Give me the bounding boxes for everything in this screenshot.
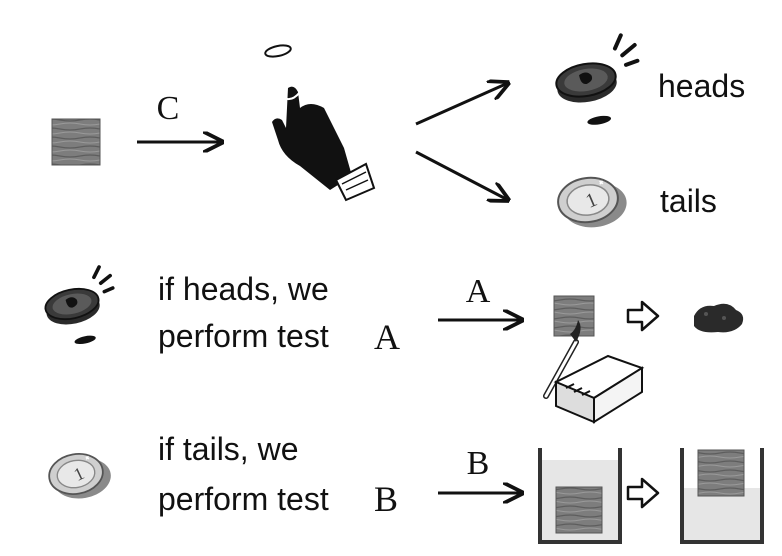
hollow-arrow-icon-2: [626, 477, 660, 509]
tails-label: tails: [660, 183, 717, 219]
hollow-arrow-icon: [626, 300, 660, 332]
tails-condition-line1: if tails, we: [158, 431, 298, 467]
coin-heads-icon: [552, 33, 640, 132]
burning-block-icon: [553, 295, 595, 337]
branch-arrow-tails: [415, 150, 508, 200]
coin-tails-small-icon: [45, 447, 115, 505]
test-a-letter: A: [374, 317, 400, 357]
test-b-letter: B: [374, 479, 398, 519]
water-container-sinking-icon: [538, 448, 622, 544]
test-b-arrow-label: B: [467, 445, 490, 482]
water-container-floating-icon: [680, 448, 764, 544]
hand-flipping-coin-icon: [264, 44, 376, 202]
matches-icon: [543, 320, 645, 424]
coin-heads-small-icon: [41, 265, 115, 352]
heads-condition-line1: if heads, we: [158, 271, 329, 307]
tails-condition-line2: perform test: [158, 481, 329, 517]
heads-label: heads: [658, 68, 745, 104]
coin-tails-icon: [554, 171, 631, 233]
heads-condition-line2: perform test: [158, 318, 329, 354]
ash-icon: [694, 303, 744, 333]
branch-arrow-heads: [415, 83, 508, 126]
test-a-arrow-label: A: [466, 273, 491, 310]
wooden-block-icon: [51, 118, 101, 166]
c-arrow-label: C: [157, 90, 180, 127]
